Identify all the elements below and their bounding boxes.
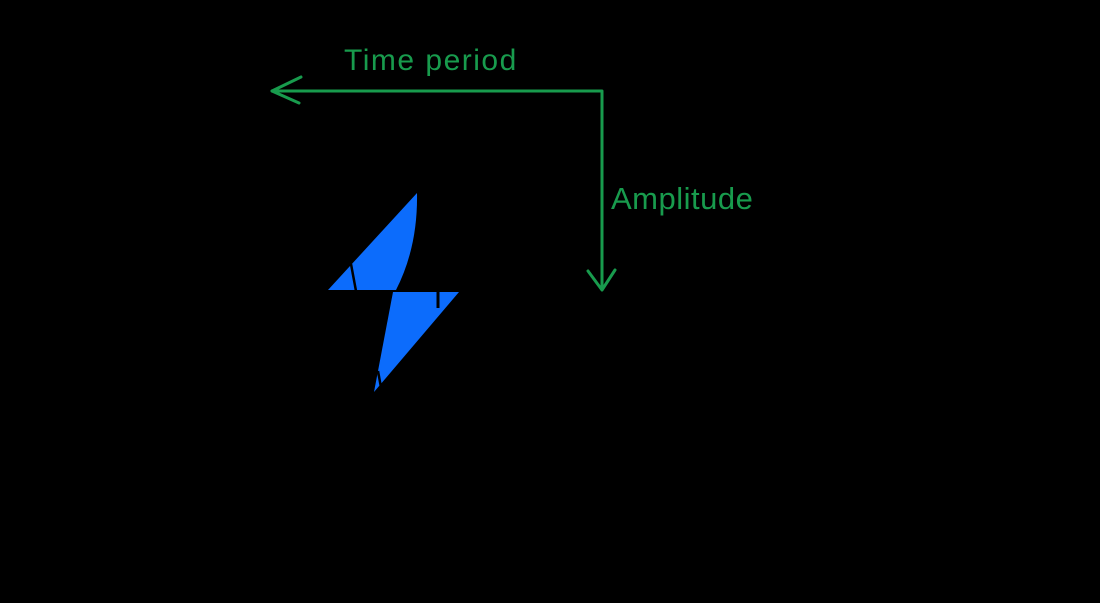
amplitude-label: Amplitude [611, 181, 753, 216]
down-arrowhead-icon [586, 268, 617, 292]
left-arrowhead-icon [270, 75, 303, 105]
wave-curve-notch-crest [349, 263, 358, 292]
time-period-label: Time period [344, 44, 518, 77]
wave-curve-notch-trough [376, 370, 384, 394]
wave-trough-fill [374, 292, 459, 392]
dimension-line [270, 89, 604, 290]
